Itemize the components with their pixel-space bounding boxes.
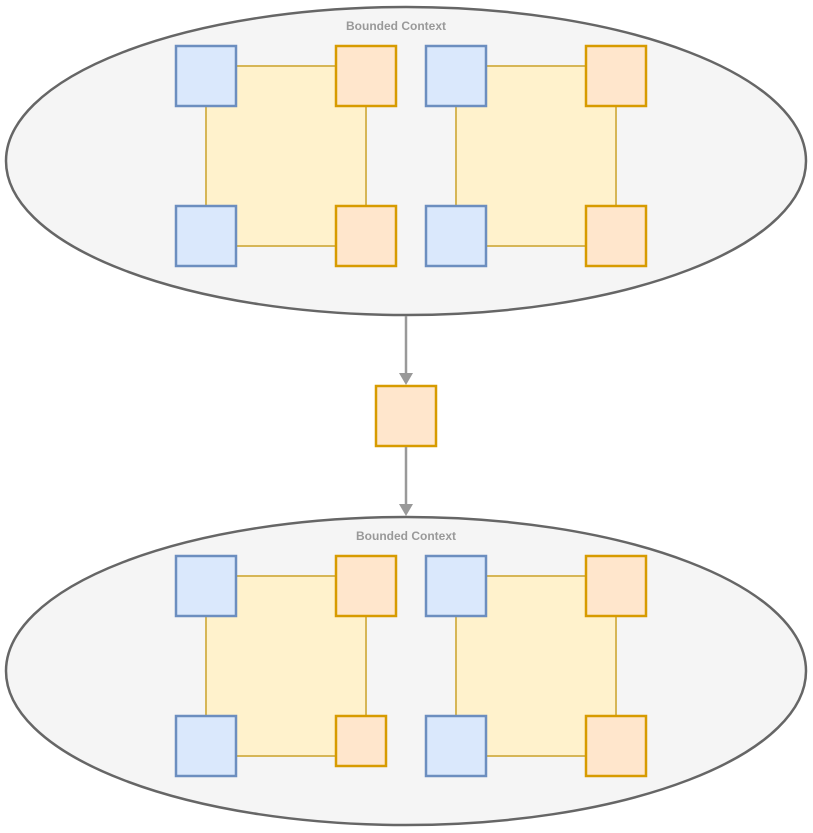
aggregate-top-right[interactable]: [424, 44, 648, 268]
connector-event-to-bottom: [399, 447, 413, 516]
event-node[interactable]: [334, 714, 388, 768]
entity-node[interactable]: [174, 714, 238, 778]
event-node[interactable]: [584, 204, 648, 268]
entity-node[interactable]: [424, 554, 488, 618]
event-node[interactable]: [584, 44, 648, 108]
context-ellipse-bottom: [4, 515, 808, 827]
shared-event-node[interactable]: [374, 384, 438, 448]
bounded-context-bottom[interactable]: Bounded Context: [4, 515, 808, 827]
event-node[interactable]: [584, 554, 648, 618]
bounded-context-top[interactable]: Bounded Context: [4, 5, 808, 317]
connector-top-to-event: [399, 316, 413, 385]
entity-node[interactable]: [424, 204, 488, 268]
event-node[interactable]: [334, 204, 398, 268]
context-label-bottom: Bounded Context: [356, 529, 456, 543]
event-node[interactable]: [584, 714, 648, 778]
event-node[interactable]: [334, 554, 398, 618]
aggregate-bottom-left[interactable]: [174, 554, 398, 778]
entity-node[interactable]: [174, 554, 238, 618]
entity-node[interactable]: [424, 44, 488, 108]
entity-node[interactable]: [174, 204, 238, 268]
entity-node[interactable]: [174, 44, 238, 108]
event-node[interactable]: [334, 44, 398, 108]
aggregate-top-left[interactable]: [174, 44, 398, 268]
arrowhead-icon: [399, 373, 413, 385]
context-label-top: Bounded Context: [346, 19, 446, 33]
context-ellipse-top: [4, 5, 808, 317]
entity-node[interactable]: [424, 714, 488, 778]
aggregate-bottom-right[interactable]: [424, 554, 648, 778]
arrowhead-icon: [399, 504, 413, 516]
